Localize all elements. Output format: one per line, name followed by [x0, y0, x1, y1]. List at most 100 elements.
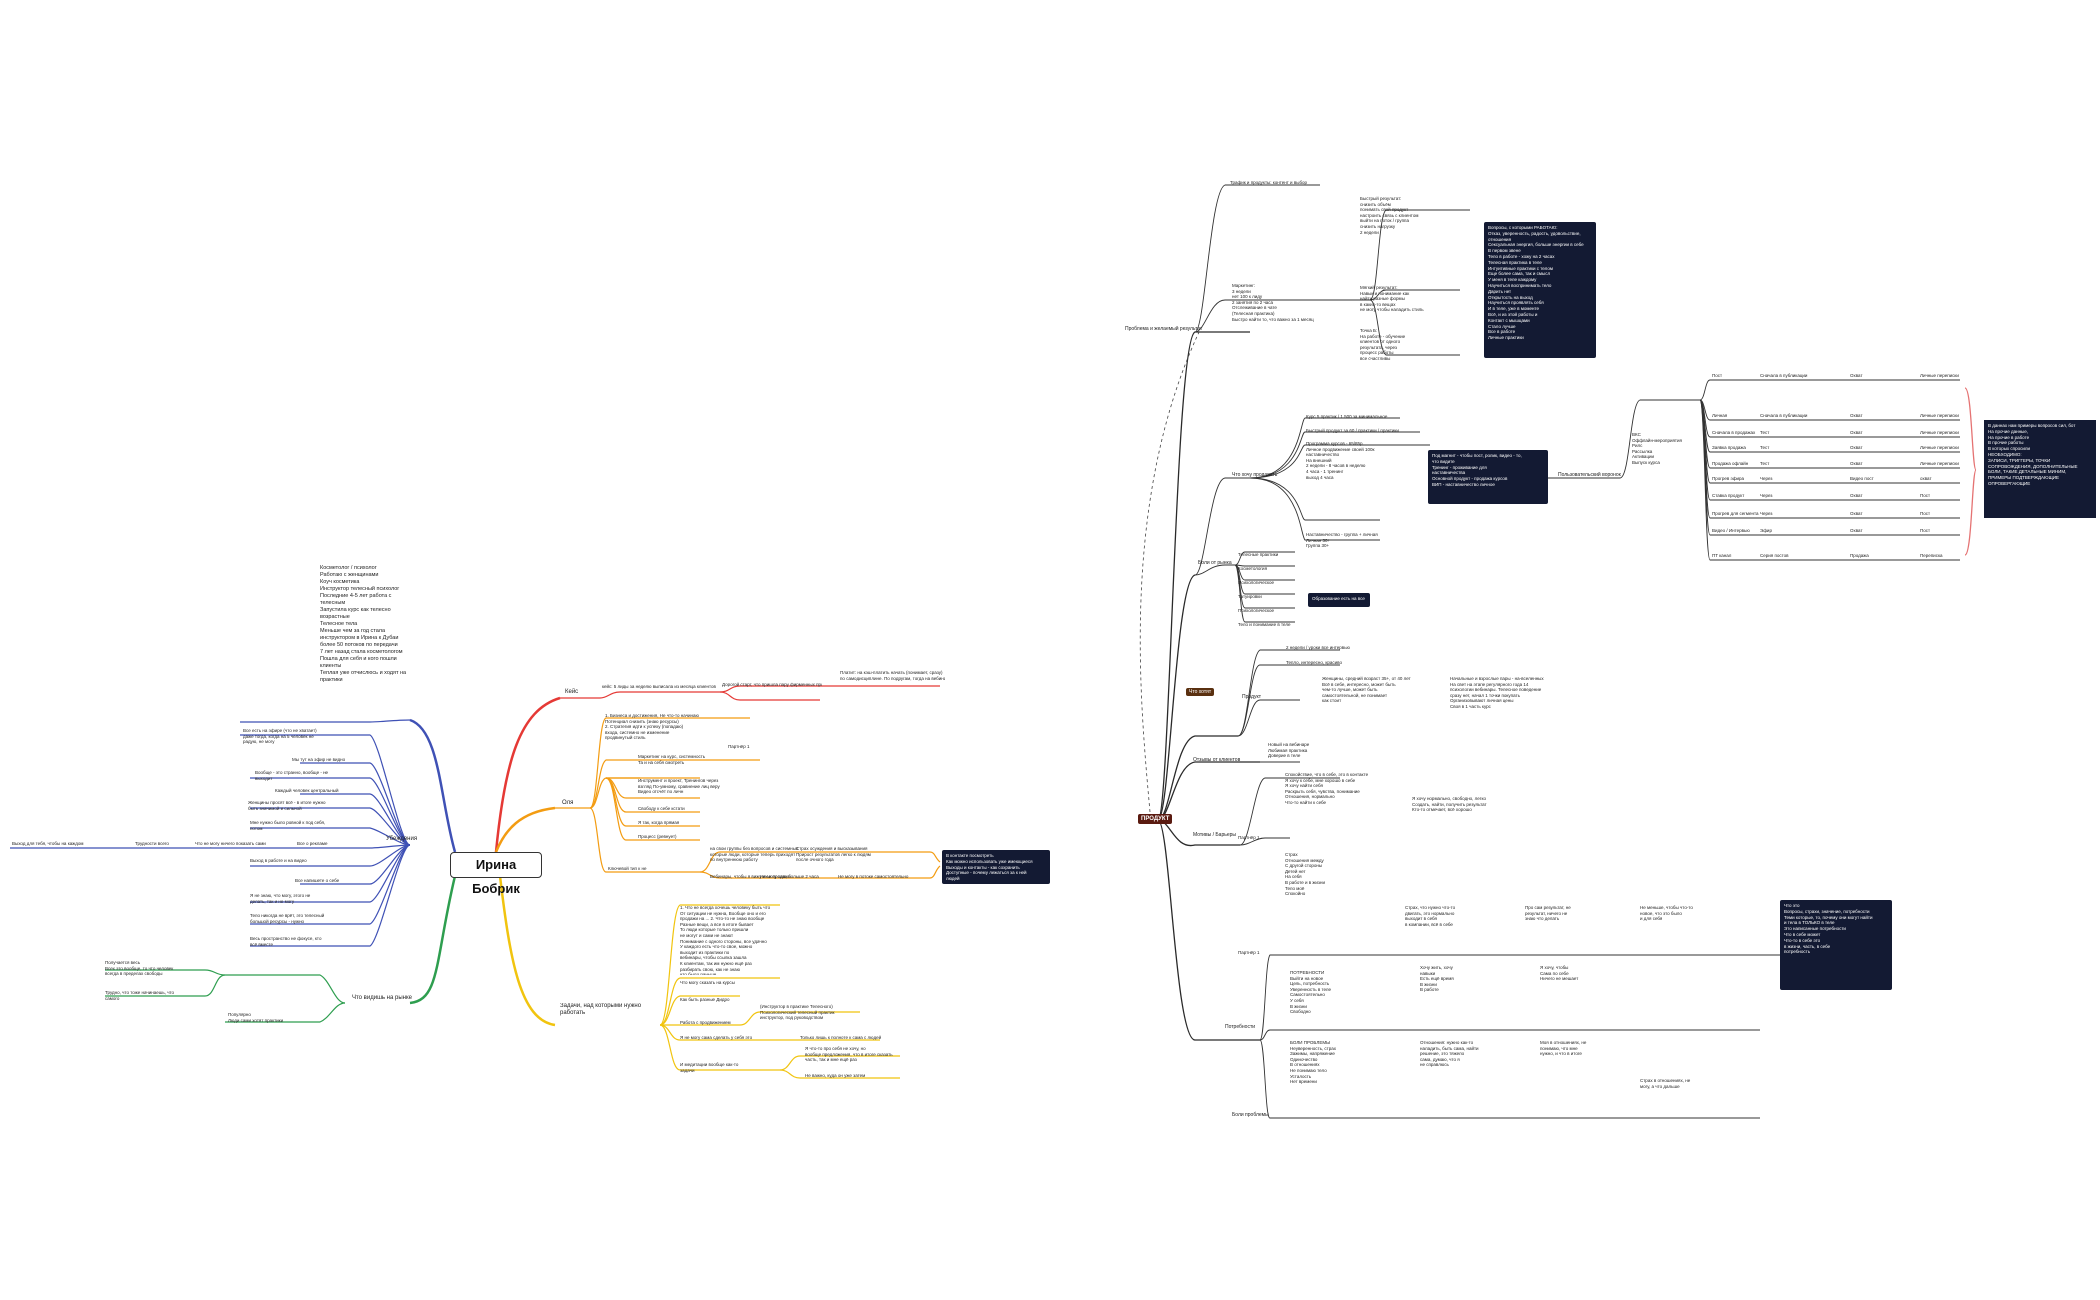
tasks-item-g: Только лишь к полноте к сама с людей — [800, 1035, 882, 1040]
branch-keis[interactable]: Кейс — [565, 689, 579, 695]
belief-e: Женщины просят всё - в итоге нужно быть … — [248, 800, 326, 811]
bol-d: Страх в отношениях, не могу, а что дальш… — [1640, 1078, 1691, 1089]
market-c: Популярно Люди сами хотят практики — [228, 1012, 284, 1023]
r-branch-problem[interactable]: Проблема и желаемый результат — [1125, 326, 1203, 332]
belief-f: Мне нужно было ровной к под себя, потом — [250, 820, 326, 831]
r-problem-note: Вопросы, с которыми РАБОТАЮ: Отказ, увер… — [1484, 222, 1596, 358]
funnel-cell: Охват — [1850, 528, 1863, 533]
funnel-cell: Серия постов — [1760, 553, 1789, 558]
pains-c: Я хочу, чтобы Сама по себе Ничего не меш… — [1540, 965, 1579, 982]
belief-d: Каждый человек центральный — [275, 788, 339, 793]
funnel-cell: Сначала в продажах — [1712, 430, 1756, 435]
funnel-cell: Личная — [1712, 413, 1728, 418]
olya-item-j: Вебинары, чтобы я вижу их и продажи — [710, 874, 791, 879]
branch-market[interactable]: Что видишь на рынке — [352, 995, 412, 1001]
funnel-cell: Продажа — [1850, 553, 1869, 558]
belief-l: Все о рекламе — [297, 841, 328, 846]
product-b: Тепло, интересно, красиво — [1286, 660, 1342, 665]
funnel-cell: Охват — [1850, 511, 1863, 516]
r-sell-note: Под магнит - чтобы пост, ролик, видео - … — [1428, 450, 1548, 504]
belief-m: Трудности всего — [135, 841, 169, 846]
olya-item-g: Ключевой тип к не — [608, 866, 647, 871]
branch-beliefs[interactable]: Убеждения — [386, 836, 418, 842]
olya-item-b: Маркетинг на курс, системность Та и на с… — [638, 754, 706, 765]
branch-olya[interactable]: Оля — [562, 800, 574, 806]
keis-item-c: Платит: на кэш-платить начать (понимает,… — [840, 670, 945, 681]
funnel-cell: Тест — [1760, 461, 1770, 466]
funnel-cell: Личные переписки — [1920, 430, 1959, 435]
motives-b: Я хочу нормально, свободно, легко Создат… — [1412, 796, 1487, 813]
r-branch-market-pain[interactable]: Боли от рынка — [1198, 560, 1232, 566]
funnel-cell: Через — [1760, 476, 1773, 481]
r-branch-product[interactable]: Продукт — [1242, 694, 1261, 700]
r-branch-needs[interactable]: Потребности — [1225, 1024, 1256, 1030]
olya-note: В контакте посмотреть Как можно использо… — [942, 850, 1050, 884]
funnel-cell: охват — [1920, 476, 1932, 481]
funnel-cell: Продажа офлайн — [1712, 461, 1749, 466]
tasks-item-b: Что могу сказать на курсы — [680, 980, 735, 985]
funnel-cell: Личные переписки — [1920, 461, 1959, 466]
branch-tasks[interactable]: Задачи, над которыми нужно работать — [560, 1003, 642, 1016]
r-problem-d: Точка Б: На работе - обучение клиентов о… — [1360, 328, 1406, 361]
funnel-cell: Сначала в публикации — [1760, 413, 1808, 418]
olya-item-a: 1. Бизнеса и достижения, Не что-то начин… — [605, 713, 699, 741]
belief-j: Тело никогда не врёт, это телесный больш… — [250, 913, 325, 924]
pains-b: Хочу жить, хочу навыки Есть ещё время В … — [1420, 965, 1454, 993]
tasks-item-d: Работа с продвижением — [680, 1020, 731, 1025]
belief-h: Все напишете о себе — [295, 878, 340, 883]
r-branch-sell[interactable]: Что хочу продавать — [1232, 472, 1278, 478]
belief-g: Что не могу ничего показать сами нужно б… — [195, 841, 266, 848]
funnel-cell: Через — [1760, 511, 1773, 516]
product-a: 2 недели / уроки все интервью — [1286, 645, 1350, 650]
olya-item-l: Не могу в потоке самостоятельно — [838, 874, 909, 879]
r-branch-pains[interactable]: Боли проблемы — [1232, 1112, 1269, 1118]
r-problem-item: Трафик и продукты: контент и выбор — [1230, 180, 1308, 185]
funnel-cell: Охват — [1850, 413, 1863, 418]
funnel-cell: Пост — [1920, 528, 1931, 533]
tasks-item-i: Я что-то про себя не хочу, но вообще пре… — [805, 1046, 893, 1062]
funnel-cell: Пост — [1920, 511, 1931, 516]
funnel-cell: Эфир — [1760, 528, 1772, 533]
needs-note: Что это Вопросы, страхи, значение, потре… — [1780, 900, 1892, 990]
r-sell-b: Быстрый продукт за 60 / практики / практ… — [1306, 428, 1399, 433]
funnel-label[interactable]: Пользовательский воронок — [1558, 472, 1621, 478]
bol-c: Моя в отношениях, не понимаю, что мне ну… — [1540, 1040, 1587, 1057]
central-node[interactable]: Ирина Бобрик — [450, 852, 542, 896]
funnel-cell: Ставка продукт — [1712, 493, 1745, 498]
funnel-cell: Личные переписки — [1920, 373, 1959, 378]
funnel-cell: Охват — [1850, 461, 1863, 466]
bol-b: Отношения: нужно как-то наладить, быть с… — [1420, 1040, 1479, 1068]
pains-a: ПОТРЕБНОСТИ Выйти на новое Цель, потребн… — [1290, 970, 1331, 1015]
funnel-list: ВКС Оффлайн-мероприятия Рилс Рассылка Ак… — [1632, 432, 1682, 465]
funnel-cell: Тест — [1760, 445, 1770, 450]
belief-c: Вообще - это странно, вообще - не выходи… — [255, 770, 329, 781]
funnel-cell: Через — [1760, 493, 1773, 498]
belief-i: Я не знаю, что могу, этого не делать, та… — [250, 893, 311, 904]
r-branch-reviews[interactable]: Отзывы от клиентов — [1193, 757, 1241, 763]
r-branch-motives[interactable]: Мотивы / Барьеры — [1193, 832, 1236, 838]
r-branch-wants[interactable]: Что хотят — [1186, 688, 1215, 696]
tasks-item-j: Не важно, куда он уже затем — [805, 1073, 866, 1078]
product-c: Женщины, средний возраст 35+, от 40 лет … — [1322, 676, 1411, 704]
r-problem-b: Маркетинг: 3 недели нет 100 к лиду 2 зан… — [1232, 283, 1314, 322]
needs-label-2: Партнёр 1 — [1238, 950, 1260, 955]
olya-item-i: Страх осуждения и высказывания Прирост р… — [796, 846, 871, 863]
wants-list: Телесные практики Косметология Психологи… — [1238, 552, 1291, 627]
belief-a: Все есть на эфире (что не хватает) даже … — [243, 728, 317, 745]
funnel-cell: Сначала в публикации — [1760, 373, 1808, 378]
funnel-cell: Пост — [1712, 373, 1723, 378]
motives-label: Партнёр 1 — [1238, 835, 1260, 840]
funnel-cell: Видео пост — [1850, 476, 1874, 481]
funnel-cell: ПТ канал — [1712, 553, 1732, 558]
right-root-node[interactable]: ПРОДУКТ — [1138, 814, 1173, 824]
belief-b: Мы тут на эфир не видно — [292, 757, 346, 762]
olya-item-rr: Партнёр 1 — [728, 744, 750, 749]
funnel-cell: Видео / Интервью — [1712, 528, 1750, 533]
r-problem-a: Быстрый результат: снизить объём понимат… — [1360, 196, 1419, 235]
funnel-cell: Переписка — [1920, 553, 1943, 558]
market-a: Получается весь Всех это вообще, то что … — [105, 960, 174, 977]
funnel-cell: Охват — [1850, 493, 1863, 498]
needs-c: Про сам результат, не результат, ничего … — [1525, 905, 1571, 922]
